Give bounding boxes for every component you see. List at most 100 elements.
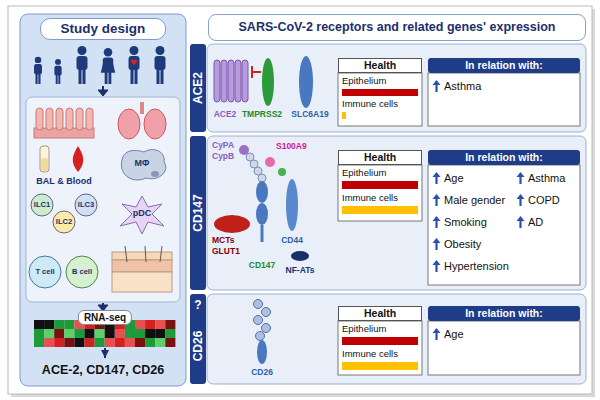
people-icons-part bbox=[130, 46, 139, 55]
ace2-illustration-part bbox=[235, 60, 241, 102]
people-icons-part bbox=[54, 66, 61, 76]
relh-node: In relation with: bbox=[428, 58, 580, 73]
label: ACE2 bbox=[214, 110, 237, 119]
people-icons-part bbox=[34, 64, 42, 74]
people-icons-part bbox=[104, 48, 113, 57]
intestine-icon-part bbox=[34, 128, 94, 138]
up-arrow-shaft bbox=[435, 176, 437, 184]
lymphocytes bbox=[29, 256, 98, 288]
up-arrow bbox=[432, 194, 441, 207]
frame-part bbox=[8, 6, 592, 394]
up-arrow-shaft bbox=[435, 332, 437, 340]
up-arrow-head bbox=[433, 216, 441, 221]
node-text: RNA-seq bbox=[78, 310, 132, 325]
health-node: Health bbox=[338, 150, 422, 165]
intestine-icon-part bbox=[36, 108, 43, 130]
node-text: ? bbox=[194, 298, 201, 312]
skin-icon-part bbox=[125, 246, 127, 262]
node-text: In relation with: bbox=[428, 306, 580, 321]
skin-icon-part bbox=[112, 260, 172, 272]
up-arrow bbox=[516, 172, 525, 185]
hdr-node: SARS-CoV-2 receptors and related genes' … bbox=[208, 14, 586, 41]
heatmap-part bbox=[34, 320, 44, 329]
relation-item: COPD bbox=[528, 194, 560, 206]
label: Epithelium bbox=[342, 76, 386, 86]
up-arrow bbox=[516, 216, 525, 229]
ilc-cells-part bbox=[53, 211, 75, 233]
people-icons-part bbox=[35, 73, 37, 84]
up-arrow-shaft bbox=[435, 220, 437, 228]
label: B cell bbox=[72, 268, 92, 276]
up-arrow-shaft bbox=[435, 198, 437, 206]
bal-blood-icon-part bbox=[73, 146, 84, 172]
label: ILC1 bbox=[34, 201, 50, 209]
relation-item: Age bbox=[444, 172, 464, 184]
skin-icon-part bbox=[112, 272, 172, 292]
heatmap-part bbox=[165, 338, 175, 347]
expression-bars-part bbox=[342, 112, 346, 119]
heatmap-part bbox=[135, 329, 145, 338]
heatmap-part bbox=[95, 338, 105, 347]
macrophage-icon-part bbox=[121, 150, 165, 180]
cd26-illustration-part bbox=[254, 300, 263, 309]
row-bands bbox=[190, 44, 586, 384]
people-icons-part bbox=[56, 73, 58, 84]
cd147-illustration-part bbox=[278, 168, 286, 176]
cd147-illustration-part bbox=[286, 179, 298, 231]
people-icons-part bbox=[35, 57, 41, 63]
flow-arrows bbox=[98, 86, 108, 311]
ace2-illustration-part bbox=[262, 58, 274, 106]
ace2-illustration-part bbox=[299, 56, 313, 108]
label: Immune cells bbox=[342, 193, 398, 203]
heatmap-part bbox=[165, 329, 175, 338]
relation-item: Hypertension bbox=[444, 260, 509, 272]
people-icons-part bbox=[83, 68, 86, 84]
node-text: SARS-CoV-2 receptors and related genes' … bbox=[209, 15, 585, 40]
expression-bars-part bbox=[342, 362, 418, 370]
cd26-illustration-part bbox=[262, 324, 271, 333]
panel-node: Study designRNA-seqACE-2, CD147, CD26 bbox=[20, 14, 186, 386]
cd26-illustration bbox=[254, 300, 271, 365]
expression-panels-part bbox=[338, 321, 422, 375]
people-icons-part bbox=[157, 68, 160, 84]
label: pDC bbox=[133, 209, 152, 219]
cd26-illustration-part bbox=[254, 316, 263, 325]
node-text: ACE2 bbox=[191, 72, 205, 104]
expression-panels-part bbox=[338, 165, 422, 221]
cd147-illustration-part bbox=[239, 145, 249, 155]
study-panel-part bbox=[20, 14, 186, 386]
macrophage-icon bbox=[121, 150, 165, 180]
flow-arrow bbox=[104, 348, 106, 358]
heatmap-part bbox=[115, 329, 125, 338]
people-icons-part bbox=[101, 61, 115, 73]
expression-bars-part bbox=[342, 206, 418, 214]
heatmap-part bbox=[44, 338, 54, 347]
expression-panels-part bbox=[428, 73, 580, 126]
ace2-illustration-part bbox=[214, 60, 220, 102]
people-icons-part bbox=[155, 56, 166, 70]
up-arrow bbox=[432, 172, 441, 185]
row-bands-part bbox=[190, 136, 206, 290]
relation-item: AD bbox=[528, 216, 543, 228]
cd147-illustration-part bbox=[265, 157, 275, 167]
people-icons-part bbox=[129, 56, 140, 70]
ace2-illustration-part bbox=[242, 60, 248, 102]
up-arrow-shaft bbox=[435, 264, 437, 272]
pdc-cell bbox=[120, 196, 164, 234]
up-arrow-shaft bbox=[519, 198, 521, 206]
bal-blood-icon bbox=[40, 146, 83, 172]
up-arrow-head bbox=[517, 216, 525, 221]
up-arrow-head bbox=[433, 328, 441, 333]
heatmap-part bbox=[165, 320, 175, 329]
cd26-illustration-part bbox=[257, 340, 267, 364]
up-arrow bbox=[432, 328, 441, 341]
intestine-icon-part bbox=[66, 108, 73, 130]
label: CyPA bbox=[212, 141, 234, 150]
people-icons-part bbox=[108, 69, 111, 84]
label: TMPRSS2 bbox=[242, 110, 282, 119]
heatmap-part bbox=[125, 338, 135, 347]
relation-item: Asthma bbox=[528, 172, 565, 184]
label: CypB bbox=[212, 152, 234, 161]
label: MCTs bbox=[212, 236, 235, 245]
relation-item: Obesity bbox=[444, 238, 481, 250]
